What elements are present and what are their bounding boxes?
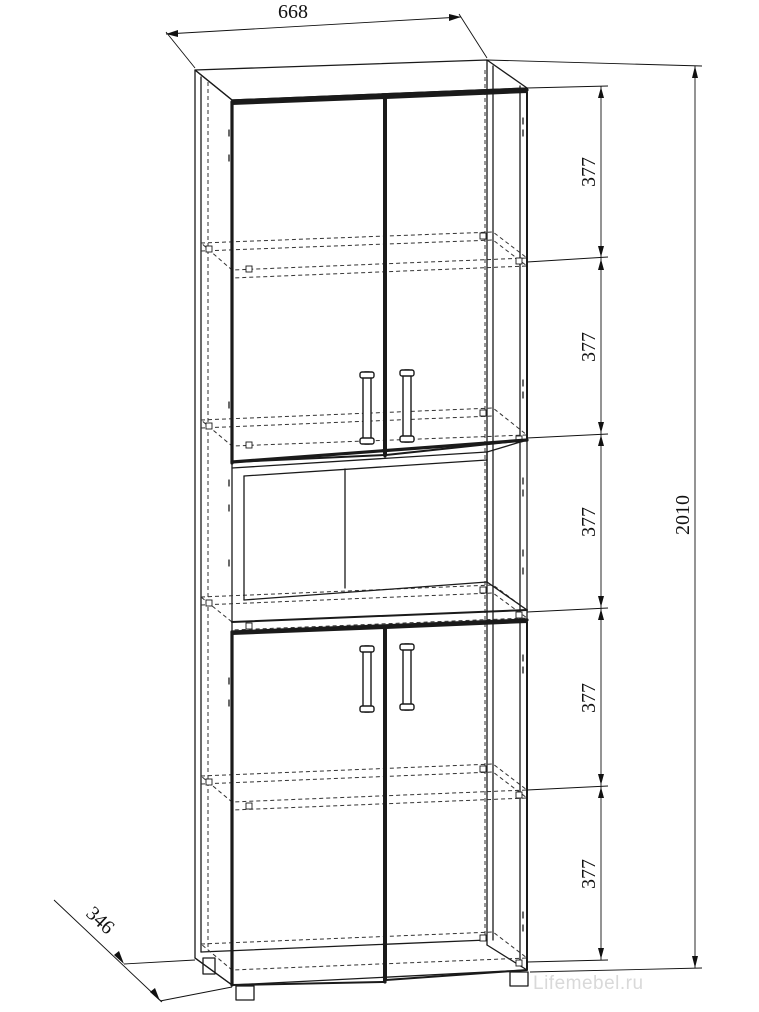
shelf-upper-2 bbox=[199, 407, 529, 447]
upper-left-door bbox=[231, 97, 385, 463]
cabinet-carcass bbox=[194, 59, 528, 986]
height-dimension: 2010 bbox=[486, 59, 703, 973]
bottom-panel bbox=[199, 931, 529, 971]
foot-front-left bbox=[235, 985, 255, 1001]
depth-dimension-label: 346 bbox=[82, 902, 119, 939]
hidden-shelves bbox=[199, 70, 529, 971]
shelf-lower-1 bbox=[199, 763, 529, 803]
section-3-dimension-label: 377 bbox=[578, 507, 600, 537]
depth-dimension: 346 bbox=[53, 899, 233, 1003]
section-4-dimension-label: 377 bbox=[578, 683, 600, 713]
width-dimension-label: 668 bbox=[278, 1, 308, 23]
section-5-dimension-label: 377 bbox=[578, 859, 600, 889]
height-dimension-label: 2010 bbox=[672, 495, 694, 535]
section-1-dimension-label: 377 bbox=[578, 157, 600, 187]
section-2-dimension-label: 377 bbox=[578, 332, 600, 362]
handle-upper-left bbox=[359, 371, 375, 445]
open-niche bbox=[231, 439, 528, 623]
foot-back-left bbox=[202, 957, 216, 975]
handle-lower-left bbox=[359, 645, 375, 713]
lower-doors bbox=[230, 618, 529, 987]
watermark-text: Lifemebel.ru bbox=[533, 973, 644, 994]
width-dimension: 668 bbox=[165, 1, 488, 69]
shelf-upper-1 bbox=[199, 231, 529, 271]
cabinet-feet bbox=[202, 957, 529, 1001]
section-dimensions: 377 377 377 377 377 bbox=[526, 85, 609, 963]
foot-front-right bbox=[509, 971, 529, 987]
handle-lower-right bbox=[399, 643, 415, 711]
upper-doors bbox=[230, 88, 529, 465]
handle-upper-right bbox=[399, 369, 415, 443]
hinge-marks bbox=[228, 117, 524, 932]
shelf-pegs bbox=[205, 232, 523, 967]
door-handles bbox=[359, 369, 415, 713]
